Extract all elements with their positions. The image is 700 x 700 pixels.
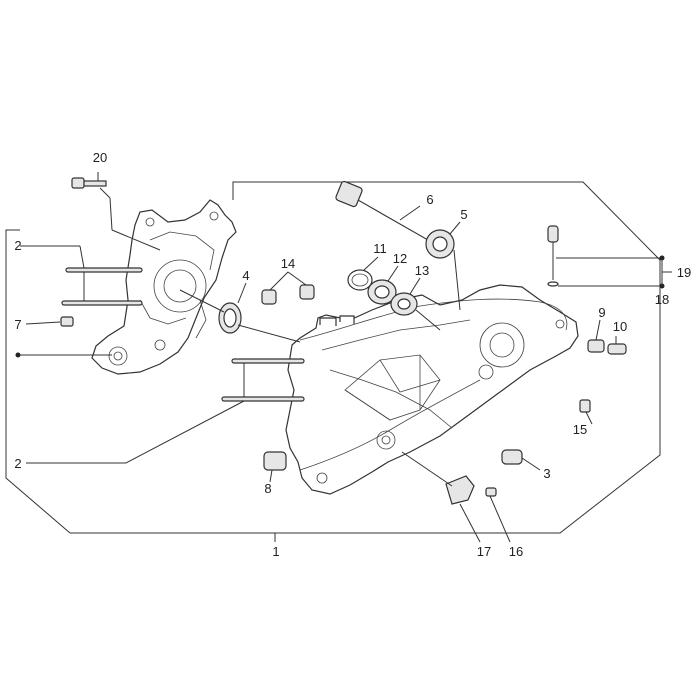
- stud-set-upper: [20, 245, 143, 306]
- label-20: 20: [93, 150, 107, 165]
- label-2-upper: 2: [14, 238, 21, 253]
- dowel-pin-7: [25, 316, 74, 327]
- bushings-14: [261, 271, 315, 305]
- right-crankcase-half: [285, 284, 579, 495]
- bracket-17: [445, 475, 481, 543]
- bushing-3: [501, 449, 541, 471]
- oil-seal-13: [390, 277, 441, 331]
- shaft-6: [335, 180, 429, 241]
- label-7: 7: [14, 317, 21, 332]
- label-16: 16: [509, 544, 523, 559]
- label-5: 5: [460, 207, 467, 222]
- left-crankcase-half: [91, 199, 237, 375]
- dipstick-18: [547, 225, 672, 289]
- plug-9: [587, 319, 605, 353]
- screw-16: [485, 487, 511, 543]
- left-leader: [15, 352, 112, 358]
- label-1: 1: [272, 544, 279, 559]
- label-2-lower: 2: [14, 456, 21, 471]
- plug-10: [607, 336, 627, 355]
- label-14: 14: [281, 256, 295, 271]
- label-12: 12: [393, 251, 407, 266]
- oil-seal-4: [179, 282, 301, 343]
- bearing-5: [425, 221, 461, 311]
- leader-17-crankcase: [401, 451, 453, 487]
- label-11: 11: [373, 241, 387, 256]
- assembly-outline: [5, 181, 661, 542]
- label-15: 15: [573, 422, 587, 437]
- label-9: 9: [598, 305, 605, 320]
- stud-set-lower: [26, 358, 305, 464]
- bearing-12: [367, 265, 399, 305]
- callout-labels: 20 2 7 2 4 14 6 5 11 12 13 19 18 9 10 15…: [14, 150, 691, 559]
- label-19: 19: [677, 265, 691, 280]
- label-17: 17: [477, 544, 491, 559]
- label-3: 3: [543, 466, 550, 481]
- label-4: 4: [242, 268, 249, 283]
- label-13: 13: [415, 263, 429, 278]
- label-8: 8: [264, 481, 271, 496]
- circlip-11: [347, 256, 379, 291]
- label-6: 6: [426, 192, 433, 207]
- label-10: 10: [613, 319, 627, 334]
- bushing-8: [263, 451, 287, 483]
- bolt-20: [71, 172, 161, 251]
- label-18: 18: [655, 292, 669, 307]
- pin-15: [579, 399, 593, 425]
